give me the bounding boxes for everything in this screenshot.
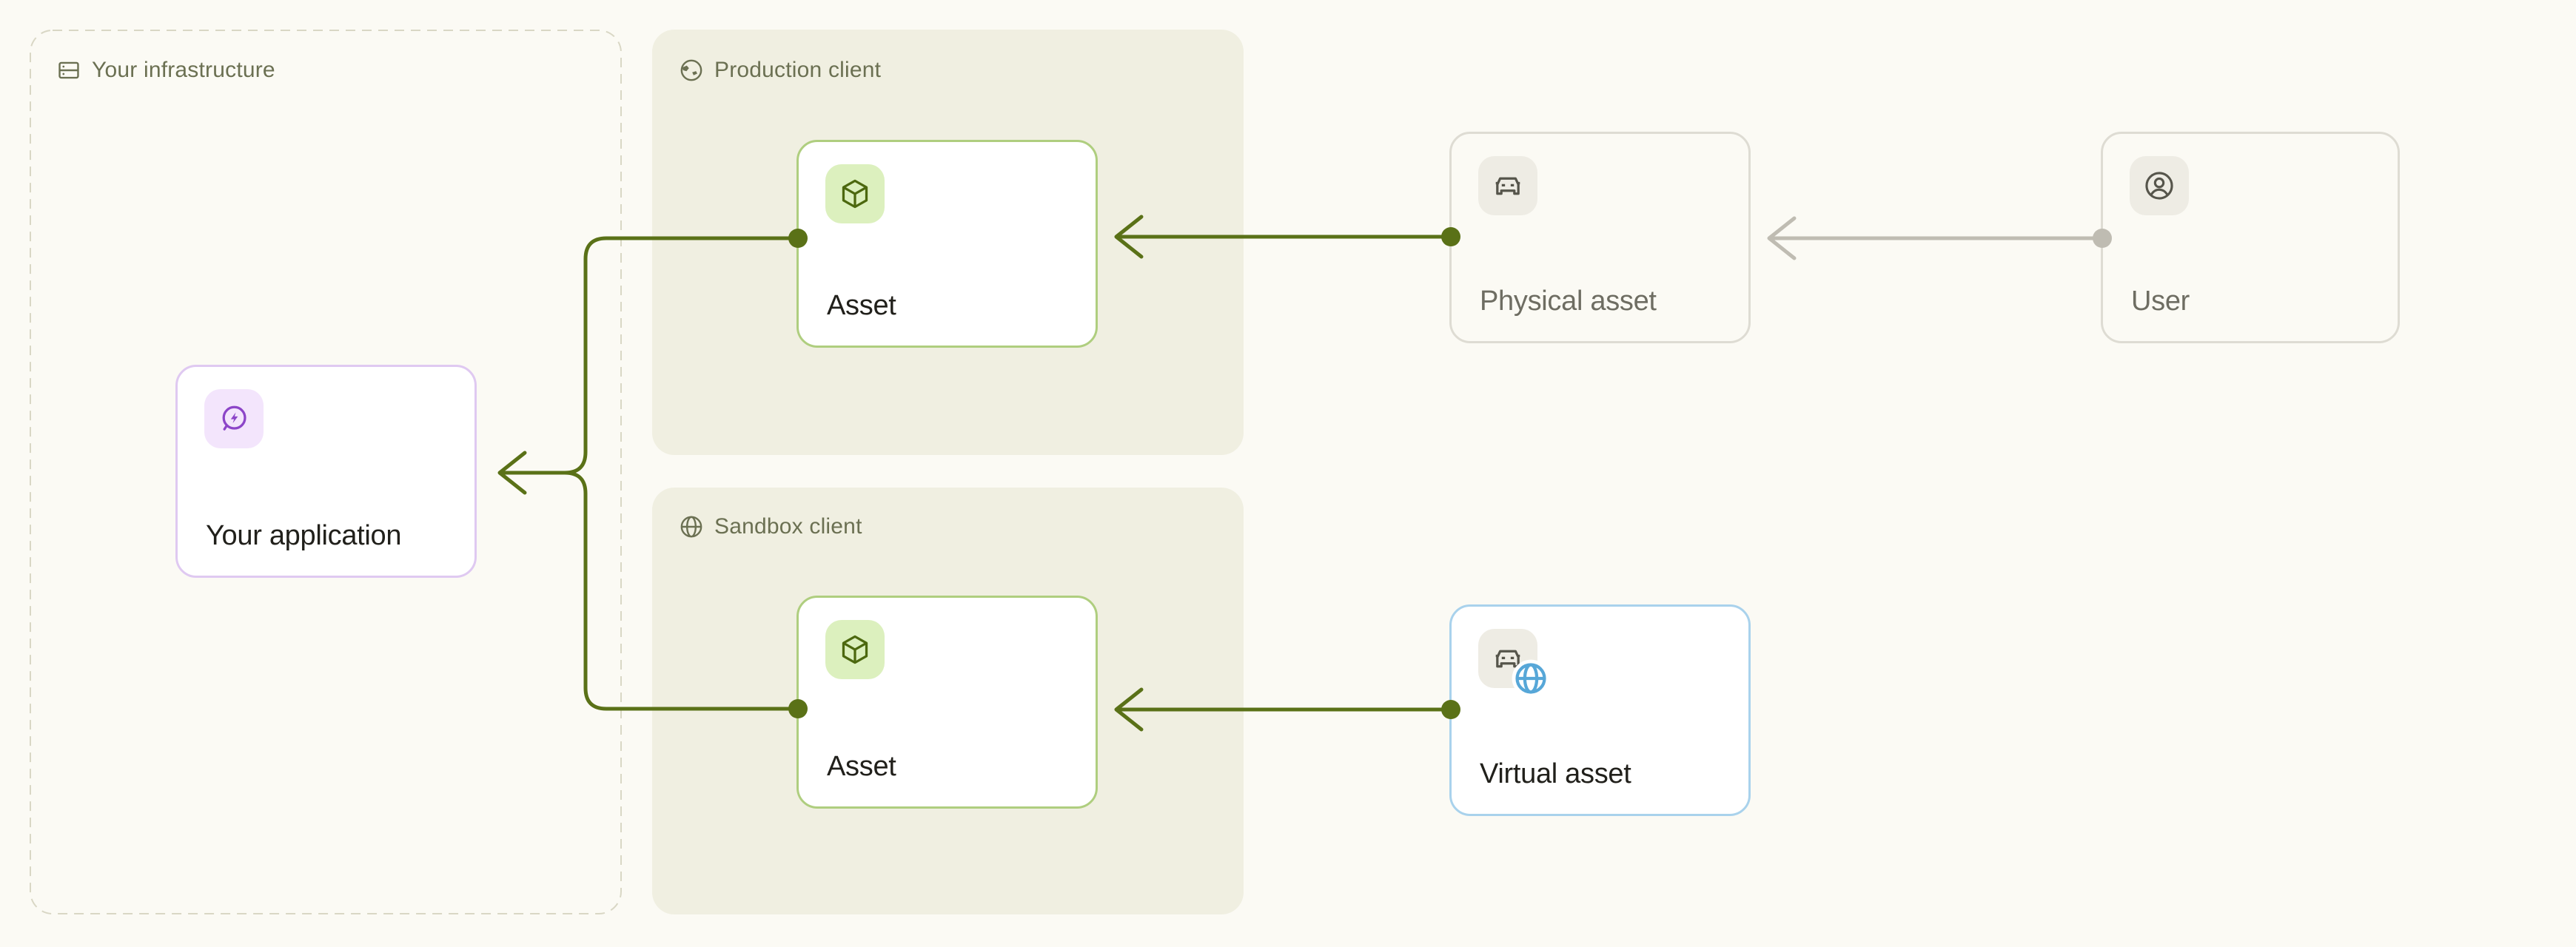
server-icon	[58, 61, 79, 79]
user-label: User	[2131, 286, 2190, 317]
asset-sandbox-icon-tile	[825, 620, 885, 679]
globe-icon	[680, 516, 702, 538]
app-bolt-icon	[222, 405, 246, 431]
person-icon	[2145, 172, 2173, 200]
your-infrastructure-label: Your infrastructure	[92, 58, 275, 82]
physical-asset-card: Physical asset	[1449, 132, 1751, 343]
your-infrastructure-label-row: Your infrastructure	[56, 58, 275, 83]
virtual-asset-label: Virtual asset	[1480, 758, 1631, 790]
asset-production-icon-tile	[825, 164, 885, 223]
virtual-asset-card: Virtual asset	[1449, 604, 1751, 816]
production-client-label: Production client	[714, 58, 882, 82]
asset-production-card: Asset	[796, 140, 1098, 348]
physical-asset-label: Physical asset	[1480, 286, 1657, 317]
globe-badge-icon	[1512, 659, 1550, 698]
package-icon	[842, 179, 868, 209]
sandbox-client-label-row: Sandbox client	[679, 514, 862, 539]
your-application-card: Your application	[175, 365, 477, 578]
package-icon	[842, 635, 868, 664]
asset-production-label: Asset	[827, 290, 896, 322]
car-icon	[1495, 177, 1520, 195]
arrowhead-left-icon	[1767, 216, 1797, 260]
earth-icon	[680, 59, 702, 81]
asset-sandbox-card: Asset	[796, 596, 1098, 809]
your-application-label: Your application	[206, 520, 402, 552]
connection-user-to-physical-asset	[1767, 216, 2102, 260]
user-icon-tile	[2130, 156, 2189, 215]
asset-sandbox-label: Asset	[827, 751, 896, 783]
sandbox-client-label: Sandbox client	[714, 514, 862, 539]
virtual-asset-icon-tile	[1478, 629, 1550, 698]
physical-asset-icon-tile	[1478, 156, 1537, 215]
user-card: User	[2101, 132, 2400, 343]
arrowhead-left-icon	[497, 451, 527, 495]
your-application-icon-tile	[204, 389, 264, 448]
production-client-label-row: Production client	[679, 58, 881, 83]
